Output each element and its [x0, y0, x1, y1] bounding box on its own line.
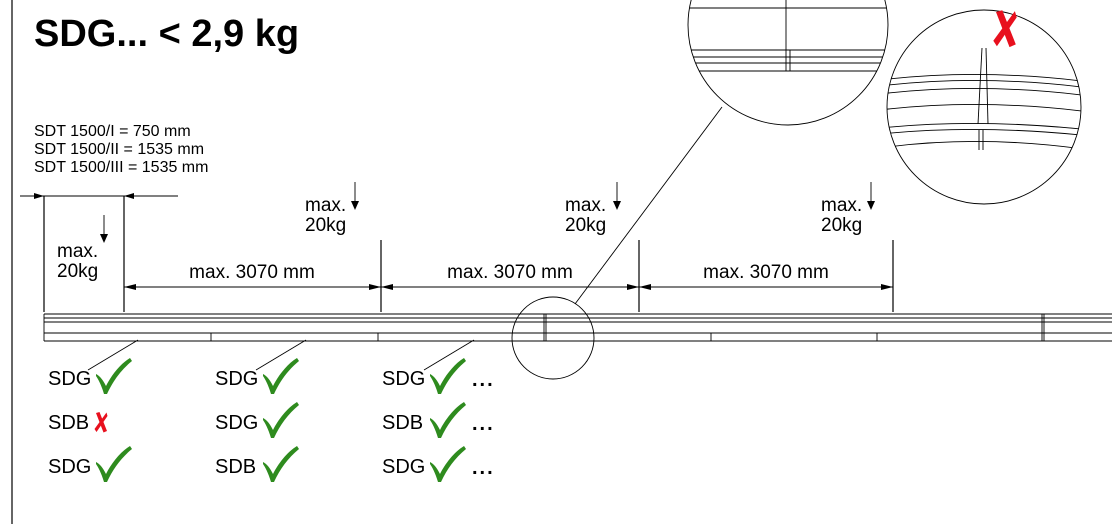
- row-3-more-dots: ...: [472, 457, 495, 479]
- load-label-1-line2: 20kg: [57, 261, 98, 282]
- span-label-2: max. 3070 mm: [447, 262, 573, 283]
- load-label-4: max. 20kg: [821, 182, 875, 236]
- leader-line-1: [87, 339, 139, 371]
- load-arrow-1-icon: [100, 234, 108, 243]
- load-arrow-3-icon: [613, 201, 621, 210]
- row-2-col-1-label: SDB: [48, 412, 89, 434]
- leader-line-2: [255, 339, 307, 371]
- detail-correct-joint: [687, 0, 889, 126]
- compatibility-grid: SDG SDG SDG... SDB SDG SDB... SDG SDB SDG...: [48, 358, 495, 482]
- load-label-4-line2: 20kg: [821, 215, 862, 236]
- note-sdt-3: SDT 1500/III = 1535 mm: [34, 159, 208, 176]
- row-3-col-3-label: SDG: [382, 456, 425, 478]
- span-dimension-3: max. 3070 mm: [639, 262, 893, 290]
- row-1-col-1-label: SDG: [48, 368, 91, 390]
- row-2-more-dots: ...: [472, 413, 495, 435]
- detail-incorrect-joint: [886, 9, 1082, 205]
- row-2-col-2-check-icon: [263, 402, 299, 438]
- row-1-col-1-check-icon: [96, 358, 132, 394]
- row-3-col-1-label: SDG: [48, 456, 91, 478]
- leader-line-3: [423, 339, 475, 371]
- note-sdt-2: SDT 1500/II = 1535 mm: [34, 141, 204, 158]
- row-3-col-3-check-icon: [430, 446, 466, 482]
- row-1-more-dots: ...: [472, 369, 495, 391]
- load-label-2: max. 20kg: [305, 182, 359, 236]
- row-2-col-2-label: SDG: [215, 412, 258, 434]
- load-arrow-4-icon: [867, 201, 875, 210]
- load-label-1: max. 20kg: [57, 215, 108, 282]
- span-dimension-1: max. 3070 mm: [124, 262, 381, 290]
- row-1-col-2-label: SDG: [215, 368, 258, 390]
- row-3-col-2-check-icon: [263, 446, 299, 482]
- row-1-col-3-check-icon: [430, 358, 466, 394]
- load-arrow-2-icon: [351, 201, 359, 210]
- row-3-col-1-check-icon: [96, 446, 132, 482]
- span-label-3: max. 3070 mm: [703, 262, 829, 283]
- row-2-col-3-check-icon: [430, 402, 466, 438]
- segment-length-dimension: [20, 193, 178, 199]
- note-sdt-1: SDT 1500/I = 750 mm: [34, 123, 191, 140]
- row-1-col-3-label: SDG: [382, 368, 425, 390]
- load-label-1-line1: max.: [57, 241, 98, 262]
- track-profile: [43, 313, 1112, 342]
- span-dimension-2: max. 3070 mm: [381, 262, 639, 290]
- load-label-2-line2: 20kg: [305, 215, 346, 236]
- row-3-col-2-label: SDB: [215, 456, 256, 478]
- diagram-title: SDG... < 2,9 kg: [34, 13, 299, 55]
- detail-leader-line: [574, 106, 723, 305]
- incorrect-cross-icon: [993, 10, 1017, 48]
- load-label-3-line1: max.: [565, 195, 606, 216]
- row-2-col-3-label: SDB: [382, 412, 423, 434]
- load-label-3-line2: 20kg: [565, 215, 606, 236]
- joint-detail-circle: [511, 296, 595, 380]
- row-1-col-2-check-icon: [263, 358, 299, 394]
- load-label-4-line1: max.: [821, 195, 862, 216]
- row-2-col-1-cross-icon: [94, 412, 108, 433]
- load-label-2-line1: max.: [305, 195, 346, 216]
- load-label-3: max. 20kg: [565, 182, 621, 236]
- span-label-1: max. 3070 mm: [189, 262, 315, 283]
